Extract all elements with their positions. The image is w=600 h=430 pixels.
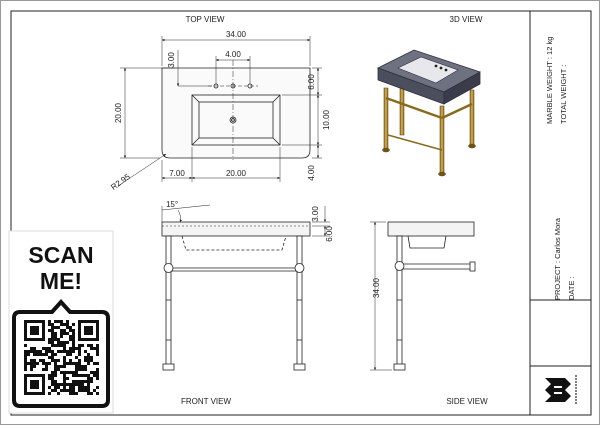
marble-weight-label: MARBLE WEIGHT : 12 kg bbox=[545, 37, 554, 124]
front-slab bbox=[161, 221, 311, 237]
top-view-basin-outer bbox=[191, 94, 281, 146]
top-view-dimensions bbox=[117, 36, 322, 187]
qr-scan-text: SCAN bbox=[28, 242, 93, 268]
iso-view-title: 3D VIEW bbox=[450, 15, 483, 24]
qr-me-text: ME! bbox=[40, 268, 82, 294]
dim-side-height: 34.00 bbox=[372, 277, 381, 298]
side-dimensions bbox=[370, 221, 392, 371]
dim-right-4: 4.00 bbox=[307, 165, 316, 181]
qr-code[interactable] bbox=[24, 320, 99, 395]
side-view-title: SIDE VIEW bbox=[446, 397, 488, 406]
dim-right-6: 6.00 bbox=[307, 74, 316, 90]
dim-front-3: 3.00 bbox=[311, 206, 320, 222]
dim-front-angle: 15° bbox=[166, 200, 178, 209]
dim-hole-offset: 3.00 bbox=[167, 52, 176, 68]
side-view bbox=[387, 221, 476, 371]
top-view-title: TOP VIEW bbox=[186, 15, 225, 24]
company-logo bbox=[545, 374, 577, 404]
project-label: PROJECT : Carlos Mora bbox=[553, 217, 562, 300]
top-view-outline bbox=[161, 67, 311, 159]
dim-top-depth: 20.00 bbox=[114, 102, 123, 123]
side-slab bbox=[387, 221, 475, 237]
total-weight-label: TOTAL WEIGHT : bbox=[559, 65, 568, 124]
dim-bottom-20: 20.00 bbox=[226, 169, 247, 178]
dim-hole-spacing: 4.00 bbox=[225, 50, 241, 59]
dim-front-6: 6.00 bbox=[325, 226, 334, 242]
top-view bbox=[161, 60, 311, 160]
dim-right-10: 10.00 bbox=[322, 109, 331, 130]
top-view-basin-inner bbox=[198, 101, 274, 139]
front-view bbox=[161, 221, 311, 371]
iso-view bbox=[376, 49, 481, 177]
front-dimensions bbox=[161, 204, 330, 237]
dim-bottom-7: 7.00 bbox=[169, 169, 185, 178]
front-view-title: FRONT VIEW bbox=[181, 397, 232, 406]
dim-top-width: 34.00 bbox=[226, 30, 247, 39]
date-label: DATE : bbox=[567, 276, 576, 300]
